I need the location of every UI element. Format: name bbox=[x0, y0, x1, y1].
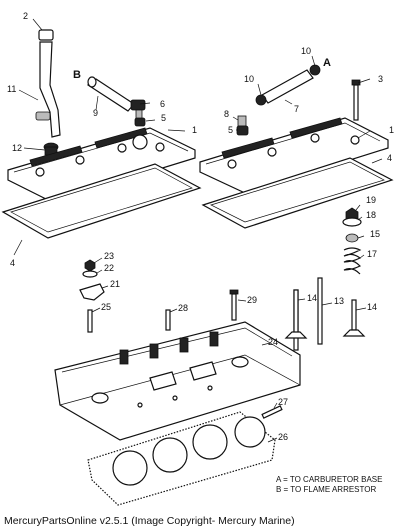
callout-5-left: 5 bbox=[161, 113, 166, 123]
callout-25: 25 bbox=[101, 302, 111, 312]
callout-23: 23 bbox=[104, 251, 114, 261]
grommet-5-right bbox=[236, 125, 249, 136]
cylinder-head-24 bbox=[54, 321, 301, 441]
callout-16: 15 bbox=[370, 229, 380, 239]
clamp-10-lower bbox=[255, 94, 267, 106]
footer-caption: MercuryPartsOnline v2.5.1 (Image Copyrig… bbox=[4, 515, 295, 527]
callout-22: 22 bbox=[104, 263, 114, 273]
callout-28: 28 bbox=[178, 303, 188, 313]
callout-7: 7 bbox=[294, 104, 299, 114]
callout-13: 13 bbox=[334, 296, 344, 306]
callout-6: 6 bbox=[160, 99, 165, 109]
bolt-29 bbox=[229, 289, 239, 321]
letter-a: A bbox=[323, 57, 331, 69]
callout-1-right: 1 bbox=[389, 125, 394, 135]
leader-lines bbox=[13, 18, 383, 443]
stud-25 bbox=[87, 309, 93, 333]
valve-cover-right bbox=[199, 117, 389, 194]
valve-17 bbox=[284, 289, 308, 339]
callout-14: 14 bbox=[367, 302, 377, 312]
pushrod-13 bbox=[317, 277, 323, 345]
head-gasket-26 bbox=[87, 411, 276, 506]
elbow-fitting-6 bbox=[130, 99, 146, 121]
legend-a: A = TO CARBURETOR BASE bbox=[276, 475, 382, 484]
valve-14 bbox=[342, 299, 366, 337]
nut-23 bbox=[84, 259, 96, 272]
callout-18: 17 bbox=[367, 249, 377, 259]
bolt-28 bbox=[165, 309, 171, 331]
callout-2: 2 bbox=[23, 11, 28, 21]
bolt-27 bbox=[261, 405, 283, 419]
callout-4-left: 4 bbox=[10, 258, 15, 268]
callout-10-upper: 10 bbox=[301, 46, 311, 56]
callout-12: 12 bbox=[12, 143, 22, 153]
legend-b: B = TO FLAME ARRESTOR bbox=[276, 485, 376, 494]
callout-19: 18 bbox=[366, 210, 376, 220]
callout-5-right: 5 bbox=[228, 125, 233, 135]
callout-3: 3 bbox=[378, 74, 383, 84]
fitting-8 bbox=[237, 115, 247, 127]
callout-21: 21 bbox=[110, 279, 120, 289]
callout-8: 8 bbox=[224, 109, 229, 119]
breather-tube bbox=[35, 41, 61, 138]
callout-26: 26 bbox=[278, 432, 288, 442]
rocker-19 bbox=[342, 217, 362, 227]
callout-9: 9 bbox=[93, 108, 98, 118]
rocker-arm-21 bbox=[79, 283, 105, 301]
valve-cover-gasket-left bbox=[1, 163, 202, 239]
callout-24: 24 bbox=[268, 337, 278, 347]
callout-15: 14 bbox=[307, 293, 317, 303]
grommet-5-left bbox=[134, 117, 146, 127]
spring-18 bbox=[343, 247, 362, 275]
breather-cap bbox=[38, 29, 54, 41]
callout-1-left: 1 bbox=[192, 125, 197, 135]
retainer-16 bbox=[345, 233, 359, 243]
callout-29: 29 bbox=[247, 295, 257, 305]
hose-7 bbox=[261, 69, 314, 104]
callout-27: 27 bbox=[278, 397, 288, 407]
callout-10-lower: 10 bbox=[244, 74, 254, 84]
callout-20: 19 bbox=[366, 195, 376, 205]
letter-b: B bbox=[73, 69, 81, 81]
callout-labels: 2 11 12 9 6 5 1 4 10 10 3 8 5 7 1 4 19 1… bbox=[7, 11, 394, 442]
clamp-10-upper bbox=[309, 64, 321, 76]
valve-cover-gasket-right bbox=[201, 157, 394, 229]
hose-9 bbox=[86, 76, 135, 112]
valve-cover-left bbox=[7, 127, 196, 203]
callout-11: 11 bbox=[7, 84, 16, 94]
washer-22 bbox=[82, 270, 98, 278]
callout-4-right: 4 bbox=[387, 153, 392, 163]
bolt-3 bbox=[351, 79, 361, 121]
